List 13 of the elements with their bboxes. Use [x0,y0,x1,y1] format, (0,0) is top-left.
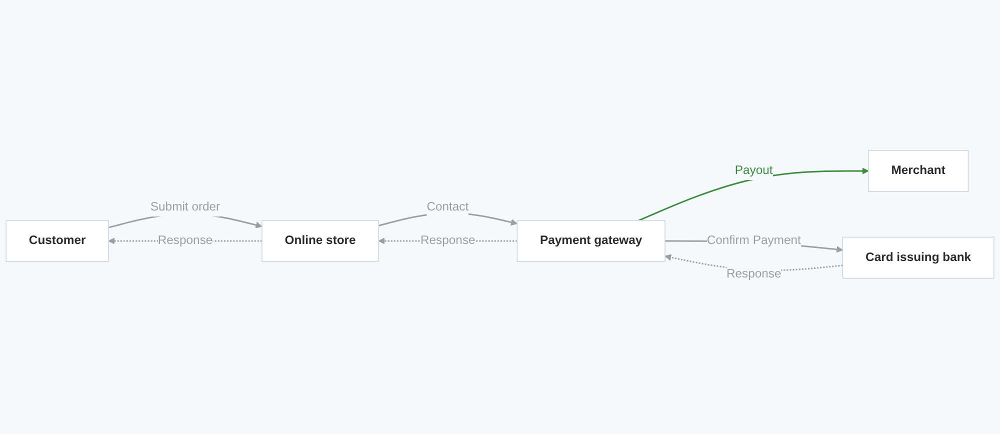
node-box: Card issuing bank [842,236,994,279]
arrow [638,168,869,222]
edge-label: Response [420,234,476,248]
edge-label: Response [158,234,213,248]
edge-label: Contact [426,200,469,214]
edge-label: Confirm Payment [706,234,801,248]
node-box: Customer [6,220,109,262]
edge-label: Response [726,268,782,281]
node-box: Online store [262,220,380,262]
node-box: Payment gateway [516,220,666,262]
node-box: Merchant [868,150,969,192]
edge-label: Submit order [150,200,220,214]
edge-label: Payout [734,164,773,178]
